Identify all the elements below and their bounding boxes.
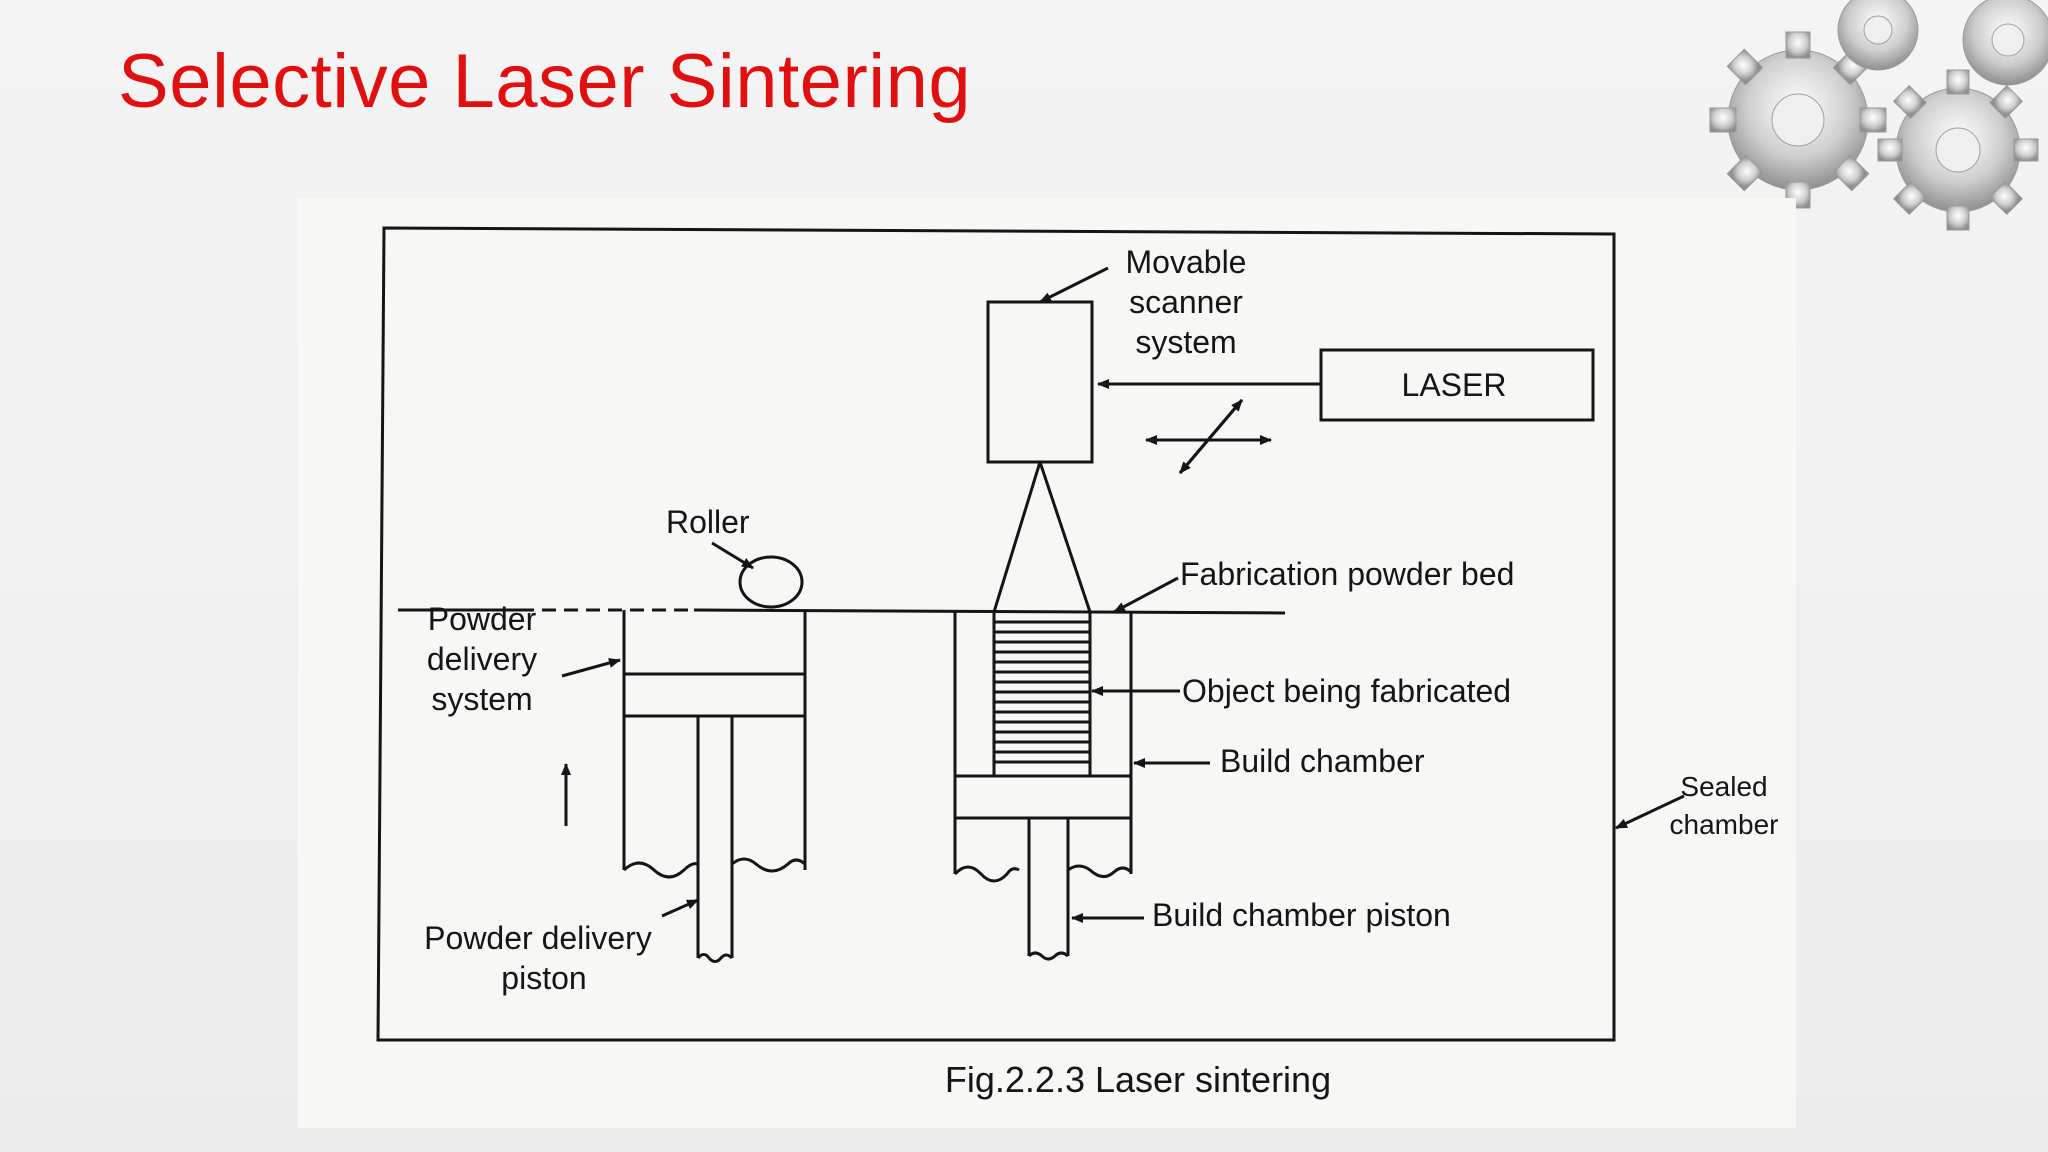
label-laser: LASER — [1402, 367, 1507, 403]
label-powder: Powder — [428, 601, 537, 637]
slide-title: Selective Laser Sintering — [118, 39, 972, 124]
powder-delivery-chamber — [622, 610, 807, 963]
label-system: system — [1135, 324, 1236, 360]
build-chamber — [953, 612, 1133, 961]
label-piston: piston — [501, 960, 586, 996]
gears-decoration-icon — [1709, 0, 2048, 231]
object-being-fabricated — [994, 620, 1090, 764]
label-scanner: scanner — [1129, 284, 1243, 320]
figure-panel: Movable scanner system LASER Roller Fabr… — [298, 198, 1796, 1128]
roller — [738, 555, 804, 609]
figure-caption: Fig.2.2.3 Laser sintering — [945, 1059, 1331, 1100]
label-object-being-fabricated: Object being fabricated — [1182, 673, 1511, 709]
label-fabrication-powder-bed: Fabrication powder bed — [1180, 556, 1514, 592]
label-movable: Movable — [1126, 244, 1247, 280]
label-build-chamber: Build chamber — [1220, 743, 1425, 779]
label-powder-delivery-piston: Powder delivery — [424, 920, 652, 956]
label-sealed: Sealed — [1680, 771, 1767, 802]
sealed-chamber-outline — [376, 226, 1616, 1042]
laser-sintering-diagram: Movable scanner system LASER Roller Fabr… — [376, 226, 1779, 1100]
label-system-pd: system — [431, 681, 532, 717]
scanner-box — [986, 300, 1094, 464]
label-roller: Roller — [666, 504, 750, 540]
label-delivery: delivery — [427, 641, 537, 677]
label-build-chamber-piston: Build chamber piston — [1152, 897, 1451, 933]
label-chamber: chamber — [1670, 809, 1779, 840]
